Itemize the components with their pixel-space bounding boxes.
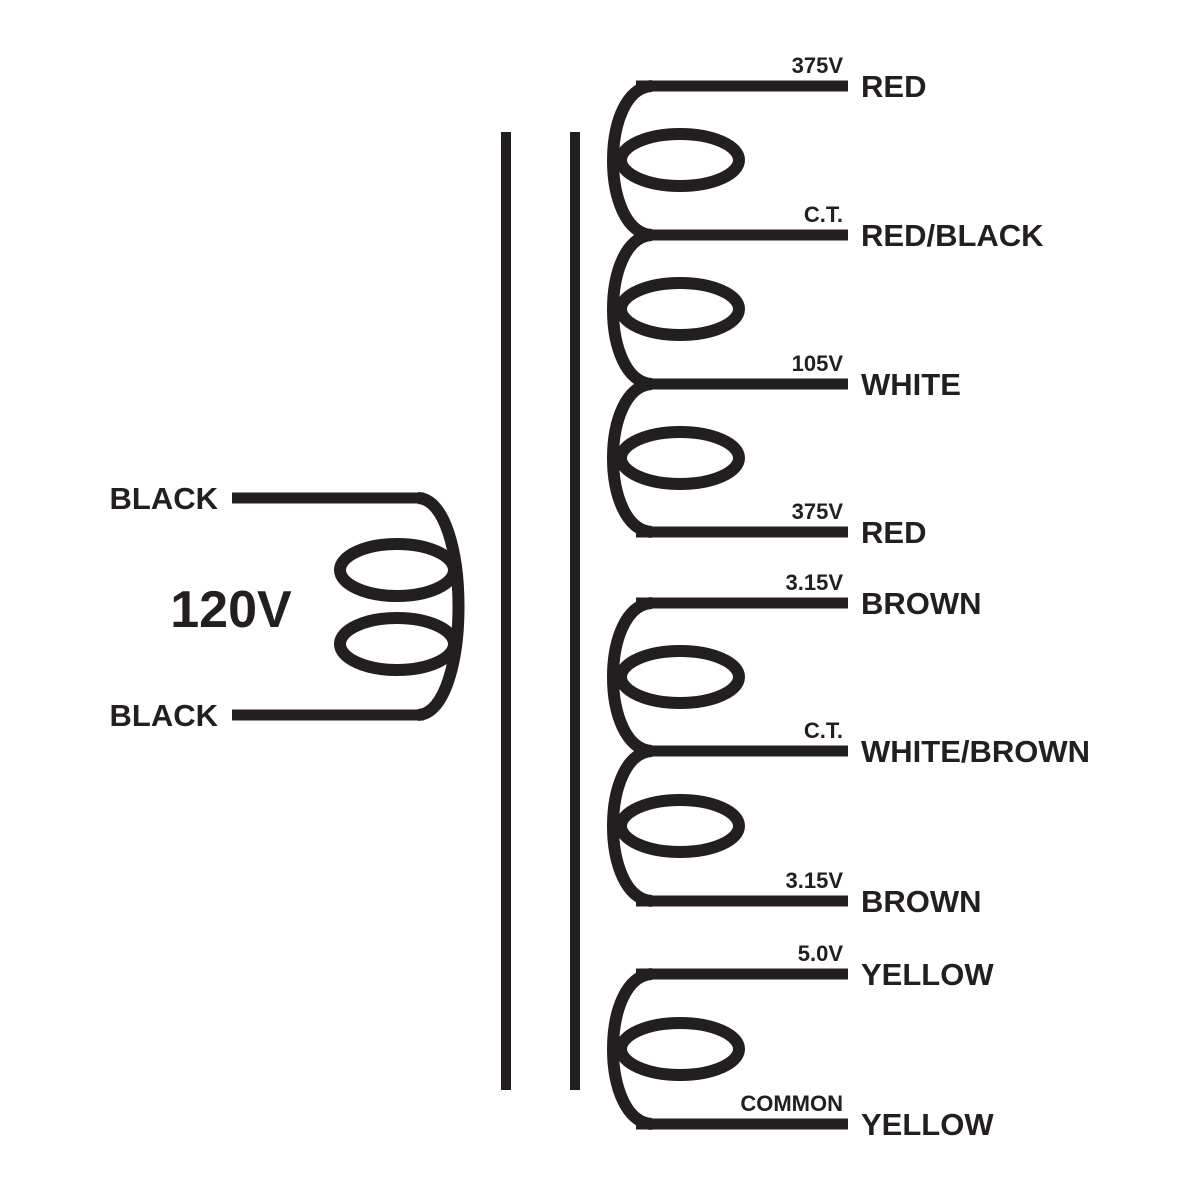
primary-voltage-label: 120V — [170, 581, 292, 639]
tap-voltage-label: C.T. — [804, 718, 843, 743]
tap-voltage-label: 3.15V — [786, 868, 844, 893]
secondary-lead: COMMON YELLOW — [636, 1091, 994, 1142]
primary-coil-loop — [334, 538, 460, 602]
secondary-lead: 3.15V BROWN — [636, 868, 982, 919]
secondary-winding-hv: 375V RED C.T. RED/BLACK 105V WHITE 375V … — [607, 53, 1044, 550]
secondary-lead: 375V RED — [636, 53, 926, 104]
secondary-coil-loop — [615, 128, 745, 192]
wire-color-label: WHITE/BROWN — [861, 734, 1090, 769]
secondary-coil-loop — [615, 645, 745, 709]
wire-color-label: BROWN — [861, 884, 982, 919]
wire-color-label: BROWN — [861, 586, 982, 621]
secondary-lead: 3.15V BROWN — [636, 570, 982, 621]
secondary-lead: C.T. RED/BLACK — [636, 202, 1044, 253]
tap-voltage-label: 3.15V — [786, 570, 844, 595]
secondary-coil-spine — [607, 80, 654, 241]
secondary-coil-spine — [607, 968, 654, 1130]
tap-voltage-label: 375V — [792, 53, 844, 78]
secondary-lead: 375V RED — [636, 499, 926, 550]
primary-lead-bottom-label: BLACK — [110, 698, 219, 733]
secondary-lead: 105V WHITE — [636, 351, 961, 402]
secondary-coil-loop — [615, 794, 745, 858]
tap-voltage-label: COMMON — [740, 1091, 843, 1116]
secondary-lead: 5.0V YELLOW — [636, 941, 994, 992]
secondary-coil-spine — [607, 597, 654, 757]
tap-voltage-label: C.T. — [804, 202, 843, 227]
secondary-winding-filament: 3.15V BROWN C.T. WHITE/BROWN 3.15V BROWN — [607, 570, 1090, 919]
tap-voltage-label: 375V — [792, 499, 844, 524]
secondary-coil-spine — [607, 745, 654, 907]
secondary-lead: C.T. WHITE/BROWN — [636, 718, 1090, 769]
wire-color-label: YELLOW — [861, 1107, 994, 1142]
secondary-coil-spine — [607, 378, 654, 538]
wire-color-label: WHITE — [861, 367, 961, 402]
secondary-winding-rectifier: 5.0V YELLOW COMMON YELLOW — [607, 941, 994, 1142]
transformer-core — [501, 132, 580, 1090]
tap-voltage-label: 105V — [792, 351, 844, 376]
secondary-coil-spine — [607, 229, 654, 390]
wire-color-label: RED — [861, 515, 926, 550]
wire-color-label: RED — [861, 69, 926, 104]
secondary-coil-loop — [615, 277, 745, 341]
primary-lead-top-label: BLACK — [110, 481, 219, 516]
tap-voltage-label: 5.0V — [798, 941, 844, 966]
wire-color-label: YELLOW — [861, 957, 994, 992]
primary-winding: BLACK BLACK 120V — [110, 481, 465, 733]
primary-coil-spine — [416, 492, 465, 721]
wire-color-label: RED/BLACK — [861, 218, 1044, 253]
secondary-coil-loop — [615, 426, 745, 490]
primary-coil-loop — [334, 612, 460, 676]
secondary-coil-loop — [615, 1017, 745, 1081]
